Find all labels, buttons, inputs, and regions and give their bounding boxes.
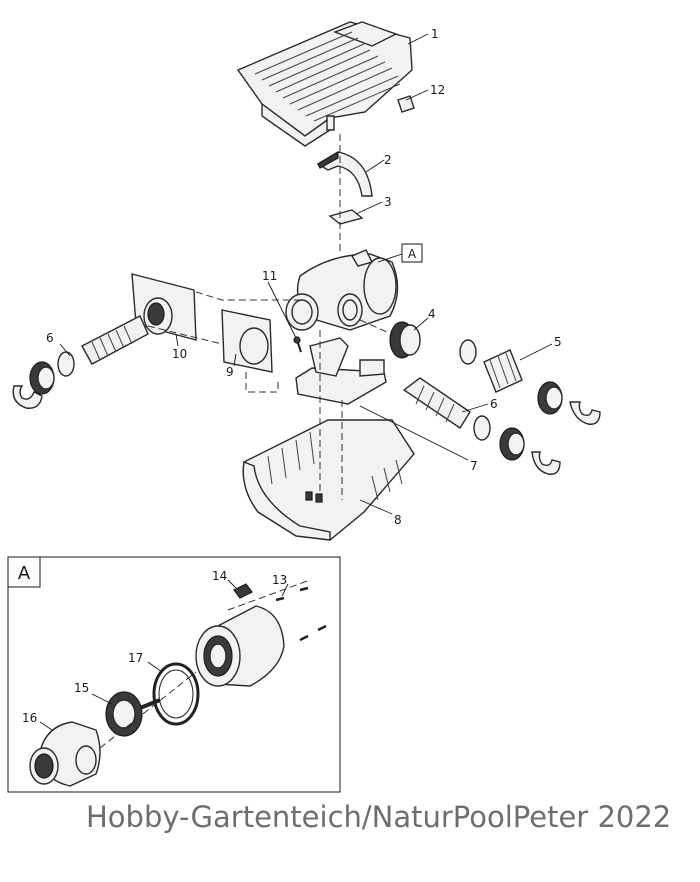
label-14: 14: [212, 569, 227, 583]
part-impeller: [105, 691, 161, 737]
label-13: 13: [272, 573, 287, 587]
label-6-left: 6: [46, 331, 54, 345]
label-10: 10: [172, 347, 187, 361]
part-hose-tail-right: [402, 377, 561, 475]
label-16: 16: [22, 711, 37, 725]
label-2: 2: [384, 153, 392, 167]
detail-ref-a-text: A: [408, 247, 417, 261]
label-6-right: 6: [490, 397, 498, 411]
detail-ref-a: A: [401, 243, 423, 263]
part-hose-tail-left: [12, 315, 149, 409]
label-12: 12: [430, 83, 445, 97]
label-8: 8: [394, 513, 402, 527]
part-pump-housing: [29, 721, 101, 787]
label-1: 1: [431, 27, 439, 41]
part-screw-11: [293, 336, 302, 353]
part-base-housing: [242, 419, 415, 541]
part-cable-clip: [233, 583, 253, 599]
part-holder: [295, 337, 387, 405]
part-clip: [397, 95, 415, 113]
detail-box-a: A: [7, 556, 341, 793]
part-hose-set-right: [459, 339, 601, 425]
part-motor-unit: [285, 249, 399, 331]
label-9: 9: [226, 365, 234, 379]
copyright-credit: Hobby-Gartenteich/NaturPoolPeter 2022: [86, 800, 672, 834]
part-gasket-right: [221, 309, 273, 373]
part-cover: [236, 21, 413, 147]
assembly-lines: [147, 134, 397, 500]
label-11: 11: [262, 269, 277, 283]
detail-box-a-title: A: [18, 563, 31, 584]
label-17: 17: [128, 651, 143, 665]
part-screws-13: [275, 586, 327, 642]
part-plate: [328, 209, 364, 225]
part-union-nut: [389, 321, 421, 359]
leader-lines: [59, 33, 553, 515]
label-3: 3: [384, 195, 392, 209]
label-7: 7: [470, 459, 478, 473]
part-motor: [195, 605, 285, 687]
label-4: 4: [428, 307, 436, 321]
part-gasket-left: [131, 273, 197, 341]
part-o-ring: [152, 662, 200, 726]
part-bracket: [316, 150, 373, 197]
label-15: 15: [74, 681, 89, 695]
label-5: 5: [554, 335, 562, 349]
